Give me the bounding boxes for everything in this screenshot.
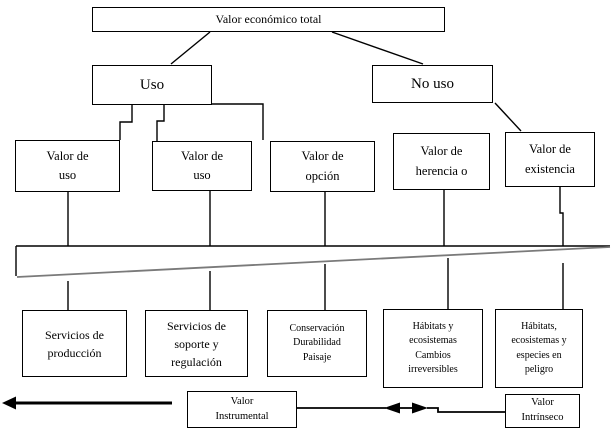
edge-to-intrinseco <box>427 407 505 413</box>
box-valor-de-existencia-label: Valor de existencia <box>525 142 575 176</box>
edge-total-to-no-uso <box>331 31 424 65</box>
box-servicios-soporte-regulacion-label: Servicios de soporte y regulación <box>167 318 226 369</box>
box-valor-de-uso-1: Valor de uso <box>15 140 120 192</box>
box-valor-de-uso-2-label: Valor de uso <box>181 148 223 182</box>
box-servicios-soporte-regulacion: Servicios de soporte y regulación <box>145 310 248 377</box>
box-habitats-cambios-irreversibles: Hábitats y ecosistemas Cambios irreversi… <box>383 309 483 388</box>
box-valor-economico-total-label: Valor económico total <box>215 12 322 27</box>
box-valor-instrumental: Valor Instrumental <box>187 391 297 428</box>
edge-uso-to-valor-uso-1 <box>119 105 133 140</box>
box-valor-instrumental-label: Valor Instrumental <box>215 395 269 422</box>
box-habitats-especies-peligro: Hábitats, ecosistemas y especies en peli… <box>495 309 583 388</box>
box-no-uso-label: No uso <box>411 75 454 92</box>
box-valor-intrinseco: Valor Intrínseco <box>505 394 580 428</box>
box-uso: Uso <box>92 65 212 105</box>
thick-left-arrow-icon <box>2 396 172 410</box>
edge-uso-to-valor-uso-2 <box>156 105 165 141</box>
box-servicios-de-produccion-label: Servicios de producción <box>45 327 104 360</box>
box-valor-de-opcion-label: Valor de opción <box>301 149 344 183</box>
edge-valor-existencia-down <box>559 187 564 246</box>
box-conservacion-durabilidad-paisaje: Conservación Durabilidad Paisaje <box>267 310 367 377</box>
box-no-uso: No uso <box>372 65 493 103</box>
box-habitats-especies-peligro-label: Hábitats, ecosistemas y especies en peli… <box>511 320 567 376</box>
box-habitats-cambios-irreversibles-label: Hábitats y ecosistemas Cambios irreversi… <box>408 320 458 376</box>
edge-uso-to-valor-opcion <box>212 103 264 140</box>
box-valor-de-herencia: Valor de herencia o <box>393 133 490 190</box>
box-uso-label: Uso <box>139 76 165 93</box>
box-valor-de-opcion: Valor de opción <box>270 141 375 192</box>
box-valor-de-herencia-label: Valor de herencia o <box>415 144 468 178</box>
edge-no-uso-to-existencia <box>494 102 522 132</box>
box-valor-economico-total: Valor económico total <box>92 7 445 32</box>
opposing-arrowheads-icon <box>384 402 428 414</box>
box-conservacion-durabilidad-paisaje-label: Conservación Durabilidad Paisaje <box>289 322 345 363</box>
edge-total-to-uso <box>170 31 211 65</box>
box-valor-de-uso-2: Valor de uso <box>152 141 252 191</box>
box-valor-de-uso-1-label: Valor de uso <box>46 148 89 182</box>
wedge-diagonal <box>16 246 611 278</box>
box-valor-de-existencia: Valor de existencia <box>505 132 595 187</box>
box-valor-intrinseco-label: Valor Intrínseco <box>521 397 564 423</box>
box-servicios-de-produccion: Servicios de producción <box>22 310 127 377</box>
